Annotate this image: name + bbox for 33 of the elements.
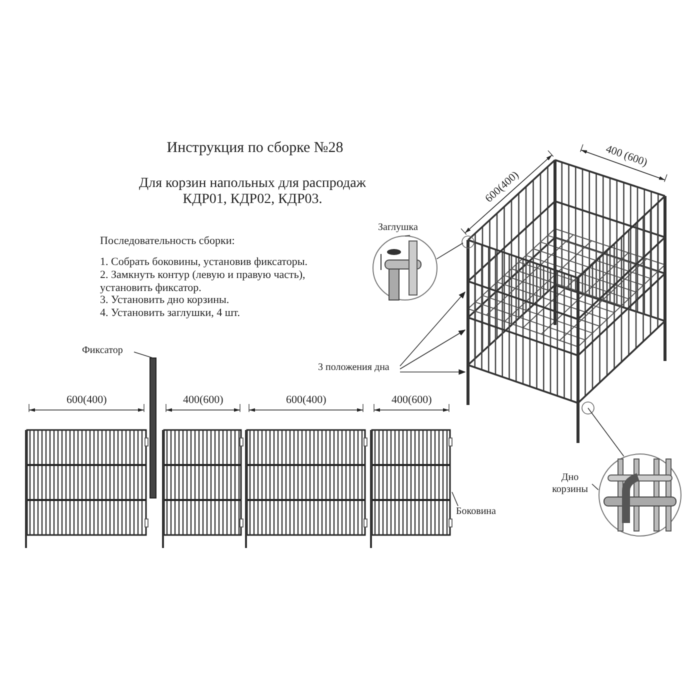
side-panel-drawing — [25, 430, 148, 548]
callout-label: Заглушка — [378, 222, 430, 234]
callout-label: 3 положения дна — [318, 362, 400, 374]
instruction-step: 4. Установить заглушки, 4 шт. — [100, 307, 360, 320]
callout-label: Дно корзины — [548, 472, 592, 496]
subtitle: Для корзин напольных для распродаж КДР01, КДР02, КДР03. — [138, 176, 367, 208]
instruction-step: 3. Установить дно корзины. — [100, 294, 360, 307]
arrow — [400, 291, 466, 366]
dimension-label: 400(600) — [183, 394, 224, 406]
callout-label: Боковина — [456, 506, 504, 518]
arrow — [400, 330, 466, 370]
leader-line — [134, 352, 154, 358]
side-panel-drawing — [245, 430, 367, 548]
leader-line — [592, 484, 599, 490]
arrow — [400, 369, 466, 375]
detail-view-drawing — [372, 235, 438, 301]
dimension-label: 600(400) — [66, 394, 107, 406]
title: Инструкция по сборке №28 — [166, 140, 344, 157]
instruction-step: 2. Замкнуть контур (левую и правую часть), установить фиксатор. — [100, 269, 332, 295]
dimension-label: 400(600) — [392, 394, 432, 406]
instruction-step: 1. Собрать боковины, установив фиксаторы. — [100, 256, 360, 269]
callout-label: Фиксатор — [82, 345, 134, 357]
fixator-rod — [150, 358, 156, 498]
detail-view-drawing — [598, 453, 682, 537]
leader-line — [588, 408, 624, 457]
dimension-label: 600(400) — [286, 394, 326, 406]
side-panel-drawing — [370, 430, 452, 548]
list-heading: Последовательность сборки: — [100, 235, 236, 248]
dimension-label: 400 (600) — [604, 142, 649, 168]
leader-line — [404, 235, 410, 236]
leader-line — [436, 242, 464, 260]
leader-line — [452, 492, 458, 506]
side-panel-drawing — [162, 430, 243, 548]
